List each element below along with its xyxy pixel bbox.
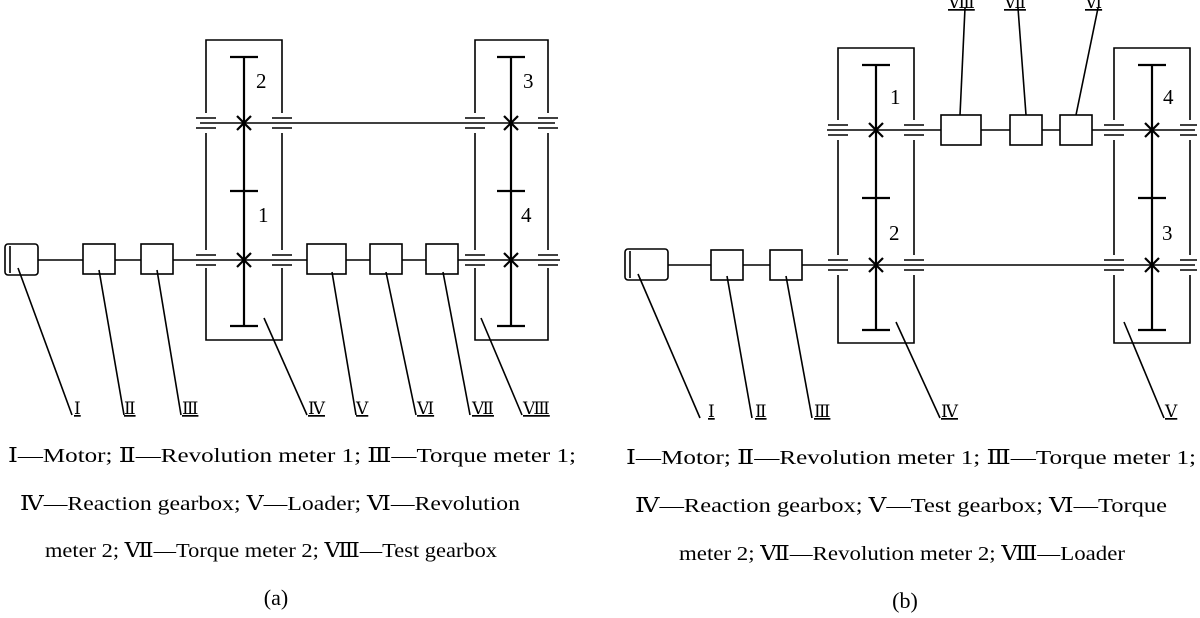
label-a-v: Ⅴ <box>355 399 369 418</box>
torque-meter-1-a <box>140 243 174 275</box>
caption-a-line-3: meter 2; Ⅶ—Torque meter 2; Ⅷ—Test gearbo… <box>45 540 497 562</box>
revolution-meter-2-b <box>1009 114 1043 146</box>
label-b-i: Ⅰ <box>708 402 715 421</box>
reaction-gearbox-frame-b-top <box>837 47 915 120</box>
gear-number-4-a: 4 <box>521 203 532 227</box>
gear-number-1-b: 1 <box>890 85 901 109</box>
label-b-iv: Ⅳ <box>941 402 959 421</box>
test-gearbox-frame-a-top <box>474 39 549 113</box>
label-b-ii: Ⅱ <box>755 402 767 421</box>
torque-meter-1-b <box>769 249 803 281</box>
gear-number-3-a: 3 <box>523 69 534 93</box>
loader-b <box>940 114 982 146</box>
caption-b-line-3: meter 2; Ⅶ—Revolution meter 2; Ⅷ—Loader <box>679 543 1125 565</box>
sublabel-b: (b) <box>892 588 918 613</box>
reaction-gearbox-frame-a-top <box>205 39 283 113</box>
test-gearbox-frame-b-top <box>1113 47 1191 120</box>
label-b-viii-top: Ⅷ <box>947 0 975 12</box>
label-a-vi: Ⅵ <box>416 399 434 418</box>
caption-a-line-2: Ⅳ—Reaction gearbox; Ⅴ—Loader; Ⅵ—Revoluti… <box>20 493 520 515</box>
label-b-vi-top: Ⅵ <box>1084 0 1102 12</box>
diagram-b: 1 2 4 3 Ⅷ Ⅶ Ⅵ Ⅰ Ⅱ Ⅲ Ⅳ Ⅴ Ⅰ—Motor; Ⅱ—Revol… <box>624 0 1197 613</box>
caption-b-line-2: Ⅳ—Reaction gearbox; Ⅴ—Test gearbox; Ⅵ—To… <box>635 495 1167 517</box>
label-a-viii: Ⅷ <box>522 399 550 418</box>
label-a-iv: Ⅳ <box>308 399 326 418</box>
gear-number-1-a: 1 <box>258 203 269 227</box>
revolution-meter-1-b <box>710 249 744 281</box>
caption-b-line-1: Ⅰ—Motor; Ⅱ—Revolution meter 1; Ⅲ—Torque … <box>626 447 1196 469</box>
torque-meter-2-a <box>425 243 459 275</box>
diagram-a: 2 1 3 4 Ⅰ Ⅱ Ⅲ Ⅳ Ⅴ Ⅵ Ⅶ Ⅷ Ⅰ—Motor; Ⅱ—Revol… <box>4 39 576 610</box>
label-a-iii: Ⅲ <box>182 399 198 418</box>
test-gearbox-frame-a-bottom <box>474 268 549 341</box>
label-a-ii: Ⅱ <box>124 399 136 418</box>
gear-number-2-a: 2 <box>256 69 267 93</box>
test-gearbox-frame-b-bottom <box>1113 275 1191 344</box>
gear-number-2-b: 2 <box>889 221 900 245</box>
motor-a <box>4 243 39 276</box>
loader-a <box>306 243 347 275</box>
revolution-meter-2-a <box>369 243 403 275</box>
torque-meter-2-b <box>1059 114 1093 146</box>
caption-a-line-1: Ⅰ—Motor; Ⅱ—Revolution meter 1; Ⅲ—Torque … <box>8 445 576 467</box>
label-a-vii: Ⅶ <box>471 399 494 418</box>
revolution-meter-1-a <box>82 243 116 275</box>
reaction-gearbox-frame-b-bottom <box>837 275 915 344</box>
label-b-iii: Ⅲ <box>814 402 830 421</box>
label-b-vii-top: Ⅶ <box>1003 0 1026 12</box>
sublabel-a: (a) <box>264 585 288 610</box>
reaction-gearbox-frame-a-bottom <box>205 268 283 341</box>
label-b-v: Ⅴ <box>1164 402 1178 421</box>
gear-number-4-b: 4 <box>1163 85 1174 109</box>
label-a-i: Ⅰ <box>74 399 81 418</box>
gear-number-3-b: 3 <box>1162 221 1173 245</box>
motor-b <box>624 248 669 281</box>
